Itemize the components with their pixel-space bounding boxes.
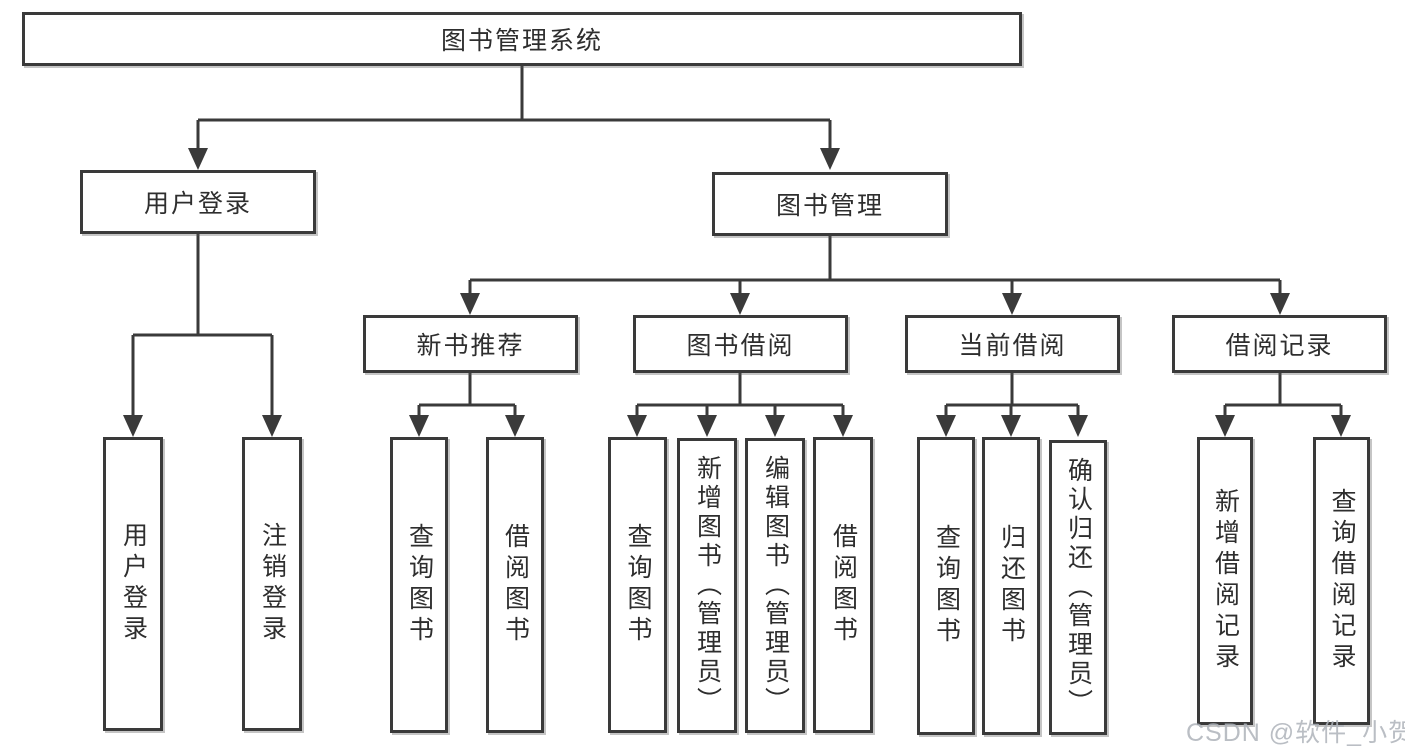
node-label: 图书管理 [775, 192, 884, 220]
node-new-book-recommend: 新书推荐 [363, 315, 578, 373]
leaf-logout-login: 注销登录 [242, 437, 302, 731]
leaf-records-query-record: 查询借阅记录 [1313, 437, 1370, 725]
leaf-newbooks-query-books: 查询图书 [390, 437, 448, 733]
node-label: 当前借阅 [958, 332, 1067, 360]
leaf-user-login: 用户登录 [103, 437, 163, 731]
leaf-current-return-books: 归还图书 [982, 437, 1040, 735]
leaf-borrowing-borrow-books: 借阅图书 [813, 437, 873, 733]
node-label: 查询图书 [932, 524, 961, 648]
csdn-watermark: CSDN @软件_小贺同学 [1186, 719, 1405, 747]
node-label: 用户登录 [143, 190, 252, 218]
node-label: 借阅记录 [1225, 332, 1334, 360]
leaf-current-confirm-return-admin: 确认归还（管理员） [1049, 440, 1107, 735]
node-label: 借阅图书 [501, 523, 530, 647]
node-label: 新增借阅记录 [1211, 488, 1240, 674]
node-label: 查询图书 [624, 523, 652, 647]
node-label: 编辑图书（管理员） [761, 455, 790, 716]
node-label: 查询借阅记录 [1328, 488, 1356, 674]
node-root-library-system: 图书管理系统 [22, 12, 1022, 66]
node-current-borrowing: 当前借阅 [905, 315, 1120, 373]
node-label: 新书推荐 [416, 332, 525, 360]
node-label: 图书管理系统 [440, 27, 603, 55]
node-book-management: 图书管理 [712, 172, 948, 236]
node-label: 图书借阅 [686, 332, 795, 360]
leaf-current-query-books: 查询图书 [917, 437, 975, 735]
node-label: 新增图书（管理员） [693, 455, 722, 716]
leaf-borrowing-add-books-admin: 新增图书（管理员） [677, 438, 737, 733]
node-label: 注销登录 [258, 522, 287, 646]
node-label: 查询图书 [405, 523, 434, 647]
node-label: 确认归还（管理员） [1064, 457, 1093, 718]
node-label: 借阅图书 [829, 523, 858, 647]
leaf-borrowing-edit-books-admin: 编辑图书（管理员） [745, 438, 805, 733]
node-label: 归还图书 [997, 524, 1026, 648]
node-label: 用户登录 [119, 522, 148, 646]
leaf-newbooks-borrow-books: 借阅图书 [486, 437, 544, 733]
node-user-login: 用户登录 [80, 170, 316, 234]
node-book-borrowing: 图书借阅 [633, 315, 848, 373]
leaf-records-add-record: 新增借阅记录 [1197, 437, 1253, 725]
leaf-borrowing-query-books: 查询图书 [608, 437, 667, 733]
node-borrow-records: 借阅记录 [1172, 315, 1387, 373]
